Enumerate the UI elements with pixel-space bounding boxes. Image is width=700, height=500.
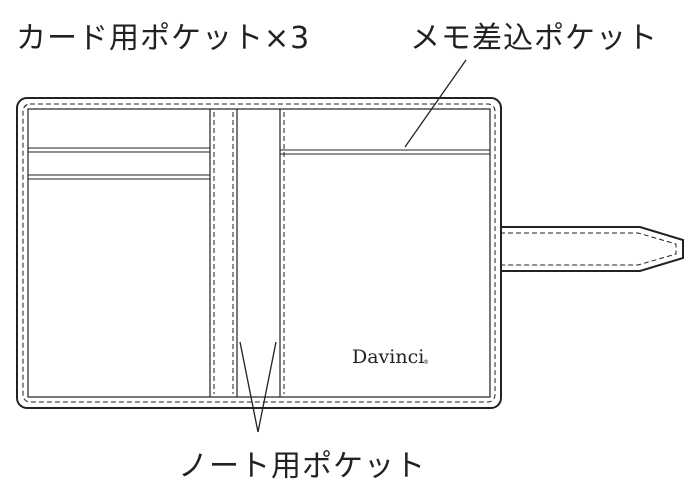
memo-pocket-label: メモ差込ポケット <box>410 21 658 56</box>
memo-pocket <box>280 149 490 155</box>
brand-registered-mark: ® <box>423 359 429 366</box>
card-pockets <box>28 109 211 397</box>
note-pocket-label: ノート用ポケット <box>178 449 426 484</box>
brand-logo: Davinci ® <box>352 346 429 368</box>
note-leader-line-left <box>239 341 259 433</box>
note-leader-line-right <box>257 341 277 433</box>
card-pocket-label: カード用ポケット×3 <box>16 21 311 56</box>
leader-lines <box>239 59 467 433</box>
memo-leader-line <box>404 59 467 148</box>
brand-name: Davinci <box>352 346 424 368</box>
note-pocket-spine <box>213 109 285 397</box>
closure-strap <box>500 226 684 272</box>
